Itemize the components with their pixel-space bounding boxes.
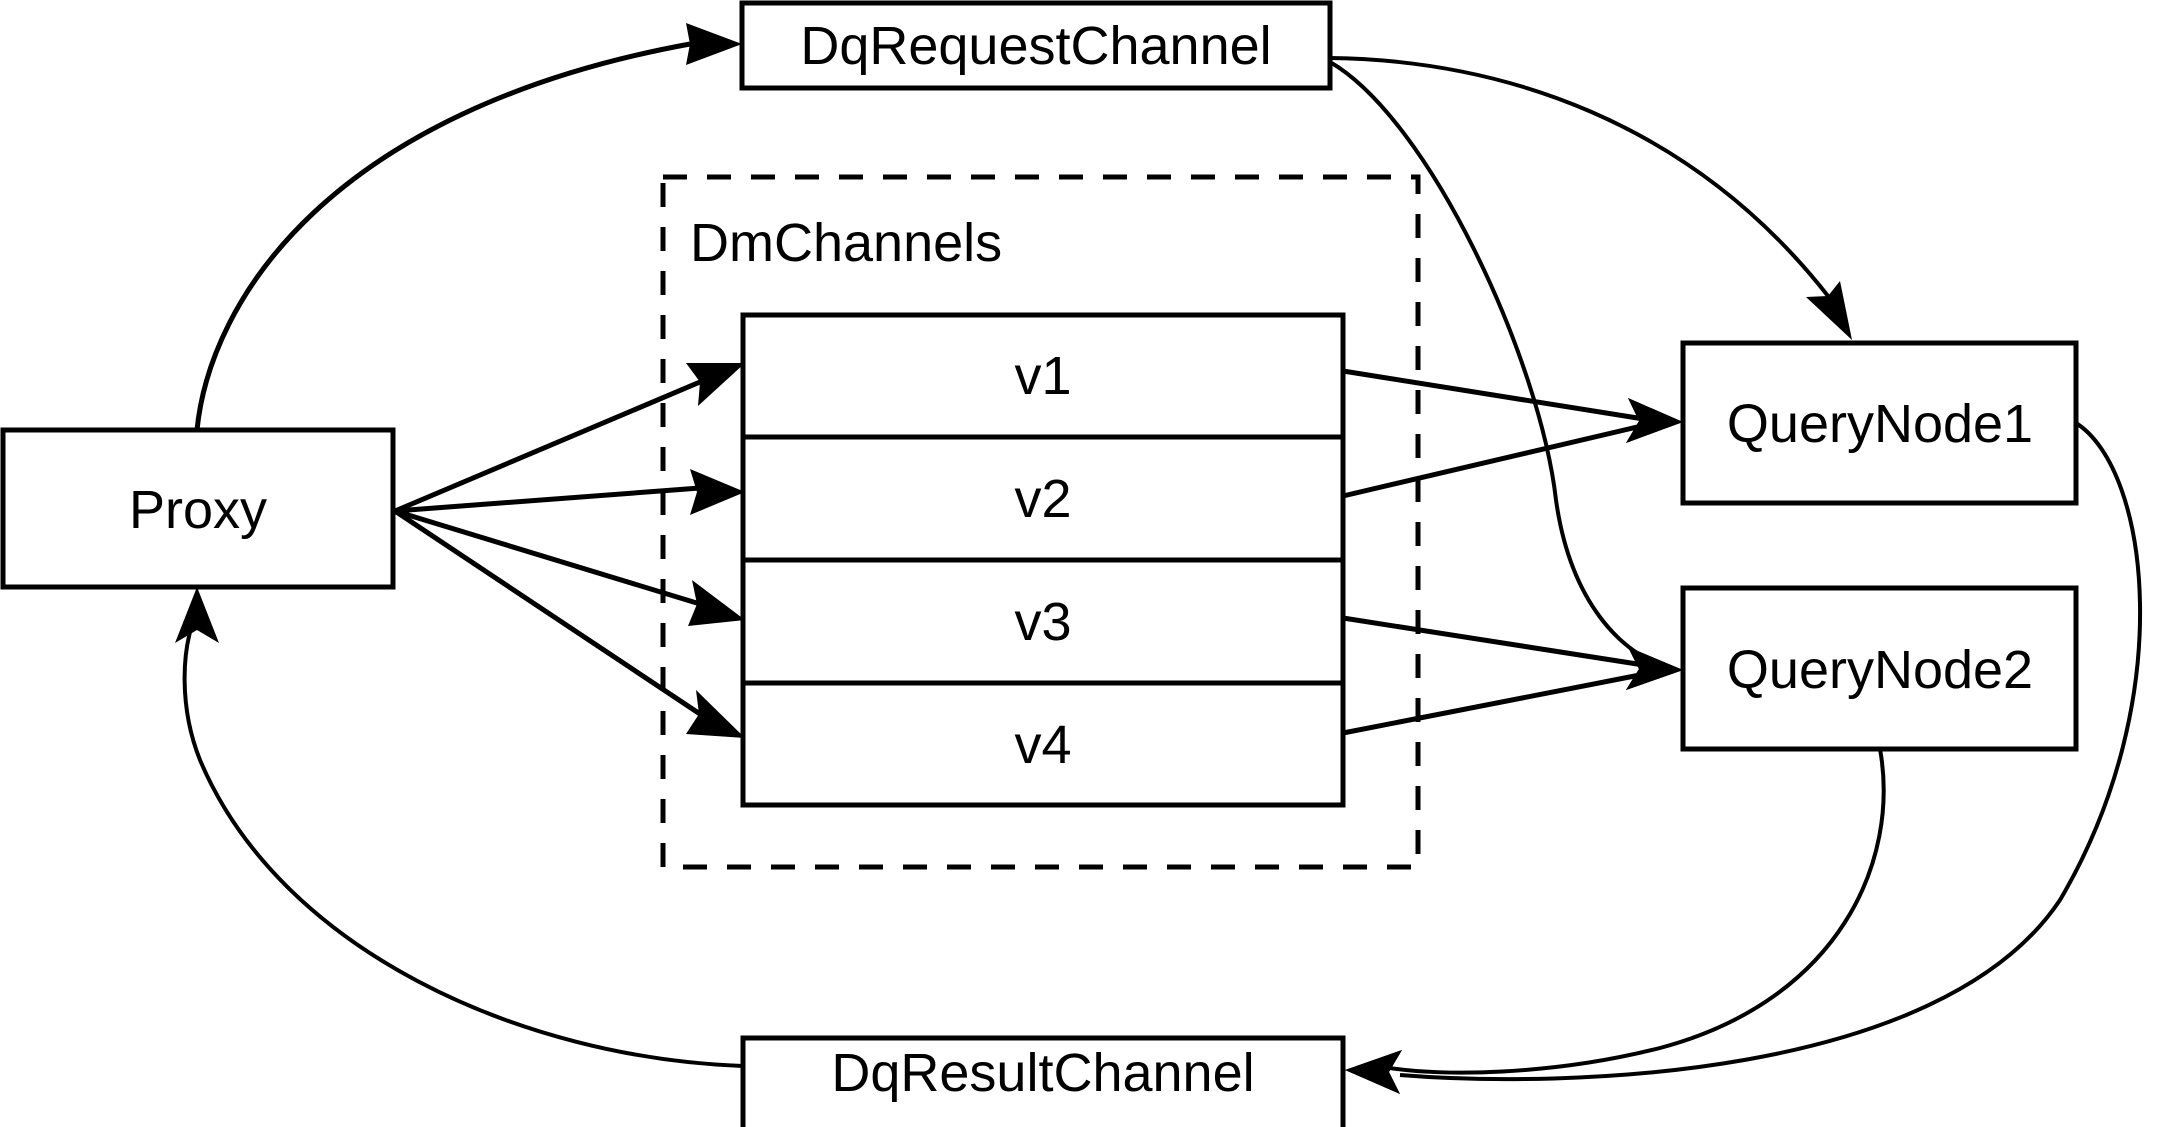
dm-channels-group: DmChannels [660,174,1421,870]
channel-slot-v2[interactable]: v2 [1014,469,1071,529]
node-dq-request-channel-label: DqRequestChannel [800,16,1271,76]
channel-slot-v4[interactable]: v4 [1014,715,1071,775]
node-query-node-1-border[interactable] [1680,340,2079,506]
edge-dq-request-channel-to-query-node-1 [1329,56,1852,340]
channel-slot-v1[interactable]: v1 [1014,346,1071,406]
edge-proxy-to-v2 [394,469,745,515]
edge-query-node-2-to-dq-result-channel [1345,748,1886,1094]
edge-v4-to-query-node-2 [1342,647,1683,736]
node-dq-result-channel-label: DqResultChannel [831,1043,1254,1103]
node-query-node-2-border[interactable] [1680,585,2079,752]
arrowhead-icon [690,469,745,515]
edge-proxy-to-v3 [394,508,745,626]
channel-slot-v3[interactable]: v3 [1014,592,1071,652]
edge-v2-to-query-node-1 [1342,398,1683,499]
edge-dq-result-channel-to-proxy [175,587,744,1068]
arrowhead-icon [1806,281,1852,340]
node-query-node-2[interactable]: QueryNode2 [1680,585,2079,752]
node-dq-request-channel[interactable]: DqRequestChannel [739,0,1333,91]
node-query-node-2-label: QueryNode2 [1727,640,2033,700]
arrowhead-icon [1626,398,1683,443]
dm-channels-group-border [660,174,1421,870]
edge-proxy-to-v4 [393,508,745,738]
channel-slot-table: v1 v2 v3 v4 [740,312,1346,808]
node-proxy-border[interactable] [0,427,396,590]
node-dq-request-channel-border[interactable] [739,0,1333,91]
edge-v1-to-query-node-1 [1342,368,1683,443]
node-proxy-label: Proxy [129,480,267,540]
node-proxy[interactable]: Proxy [0,427,396,590]
node-query-node-1-label: QueryNode1 [1727,394,2033,454]
edge-proxy-to-dq-request-channel [194,23,742,431]
node-dq-result-channel[interactable]: DqResultChannel [740,1035,1346,1127]
arrowhead-icon [688,580,745,626]
edge-query-node-1-to-dq-result-channel [1345,421,2142,1094]
node-dq-result-channel-border[interactable] [740,1035,1346,1127]
arrowhead-icon [175,587,219,643]
dm-channels-group-label: DmChannels [690,213,1002,273]
arrowhead-icon [686,363,745,406]
node-query-node-1[interactable]: QueryNode1 [1680,340,2079,506]
arrowhead-icon [1626,647,1683,690]
arrowhead-icon [1345,1050,1402,1094]
arrowhead-icon [686,690,745,738]
arrowhead-icon [686,23,742,65]
edge-proxy-to-v1 [394,363,745,514]
